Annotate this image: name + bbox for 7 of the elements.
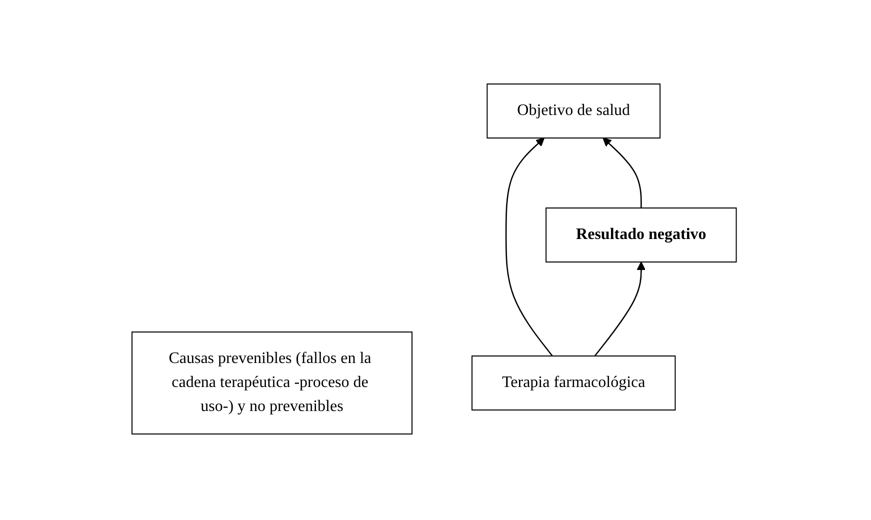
node-box: Objetivo de salud <box>487 84 661 138</box>
arrow <box>602 138 642 208</box>
node-box: Terapia farmacológica <box>472 356 676 410</box>
arrow <box>506 138 554 356</box>
node-box: Causas prevenibles (fallos en la cadena terapéutica -proceso de uso-) y no prevenibles <box>132 332 413 434</box>
node-box: Resultado negativo <box>546 208 738 262</box>
arrow <box>594 262 646 356</box>
